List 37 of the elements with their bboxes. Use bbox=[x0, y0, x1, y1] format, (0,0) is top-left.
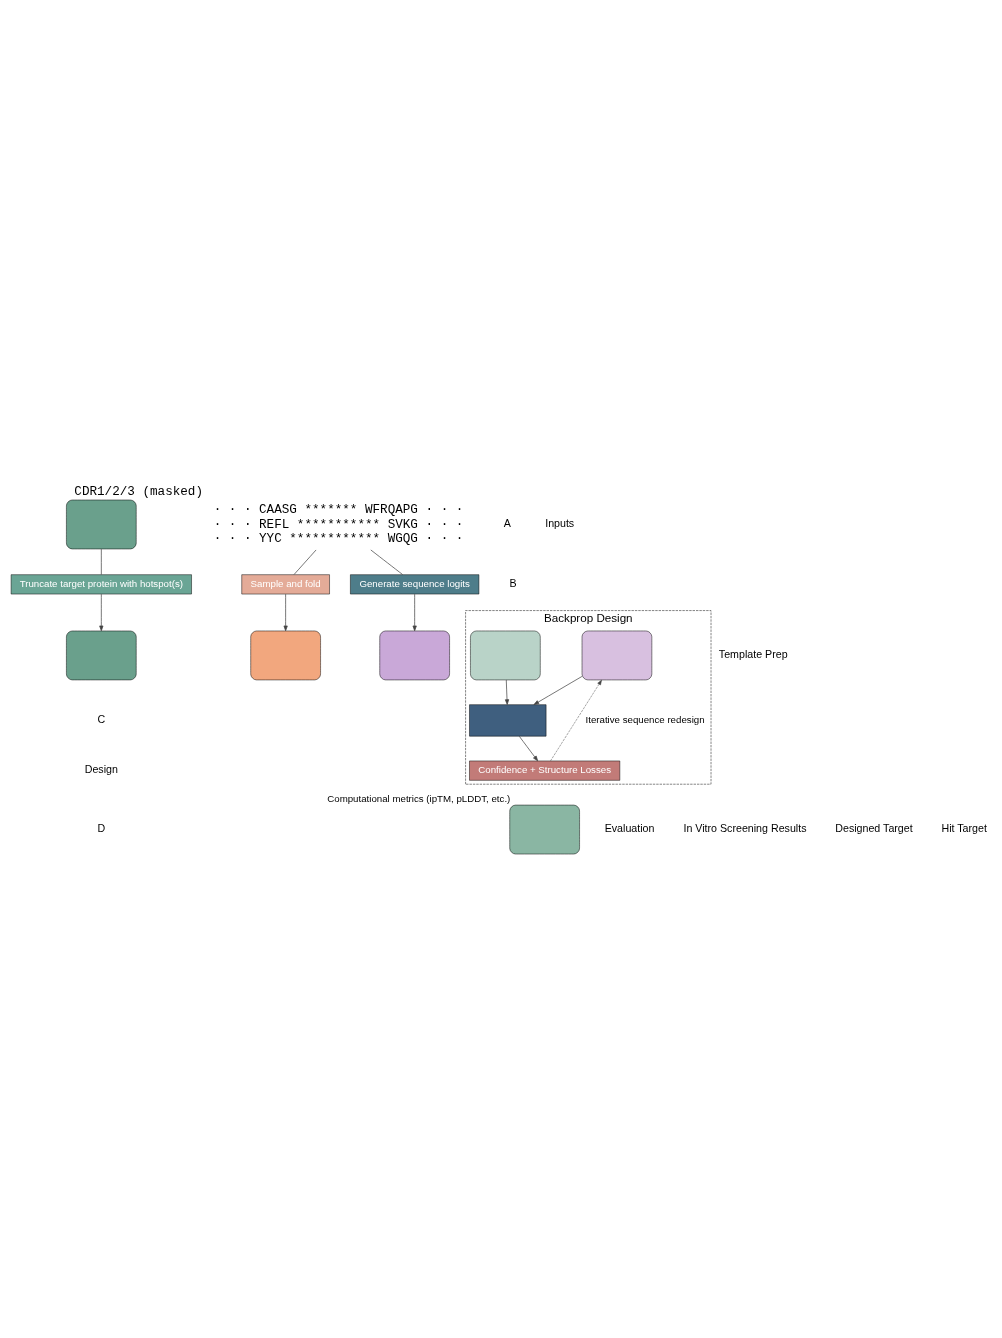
node-box: Sample and fold bbox=[241, 573, 330, 594]
node-box: Generate sequence logits bbox=[350, 573, 480, 594]
label: B bbox=[509, 576, 517, 589]
node-box bbox=[379, 630, 450, 680]
arrow bbox=[518, 735, 539, 761]
node-box bbox=[469, 703, 547, 736]
arrow bbox=[99, 593, 104, 631]
node-box: Confidence + Structure Losses bbox=[469, 760, 621, 781]
node-box bbox=[66, 630, 137, 680]
node-box bbox=[470, 630, 541, 680]
connector bbox=[370, 549, 403, 575]
connector bbox=[293, 549, 317, 575]
connector bbox=[100, 548, 102, 575]
label: Designed Target bbox=[835, 821, 913, 834]
node-box bbox=[250, 630, 321, 680]
label: Evaluation bbox=[604, 821, 655, 834]
edge-label: Iterative sequence redesign bbox=[585, 713, 705, 725]
label: In Vitro Screening Results bbox=[683, 821, 807, 834]
label: C bbox=[97, 712, 106, 725]
node-box bbox=[509, 804, 580, 854]
arrow bbox=[283, 593, 288, 631]
node-label: CDR1/2/3 (masked) bbox=[74, 484, 203, 499]
arrow bbox=[533, 675, 583, 705]
arrow bbox=[412, 593, 417, 631]
arrow bbox=[504, 679, 510, 705]
node-label: Computational metrics (ipTM, pLDDT, etc.) bbox=[327, 792, 511, 804]
node-text: · · · CAASG ******* WFRQAPG · · · · · · REFL *********** SVKG · · · · · · YYC ************ WGQG · · · bbox=[213, 502, 464, 546]
node-box bbox=[66, 499, 137, 549]
label: Inputs bbox=[545, 516, 575, 529]
label: A bbox=[503, 516, 511, 529]
label: Template Prep bbox=[718, 647, 788, 660]
node-box: Truncate target protein with hotspot(s) bbox=[10, 573, 192, 594]
arrow bbox=[550, 679, 602, 761]
label: Design bbox=[84, 762, 118, 775]
label: D bbox=[97, 821, 106, 834]
label: Hit Target bbox=[941, 821, 987, 834]
node-box bbox=[581, 630, 653, 680]
